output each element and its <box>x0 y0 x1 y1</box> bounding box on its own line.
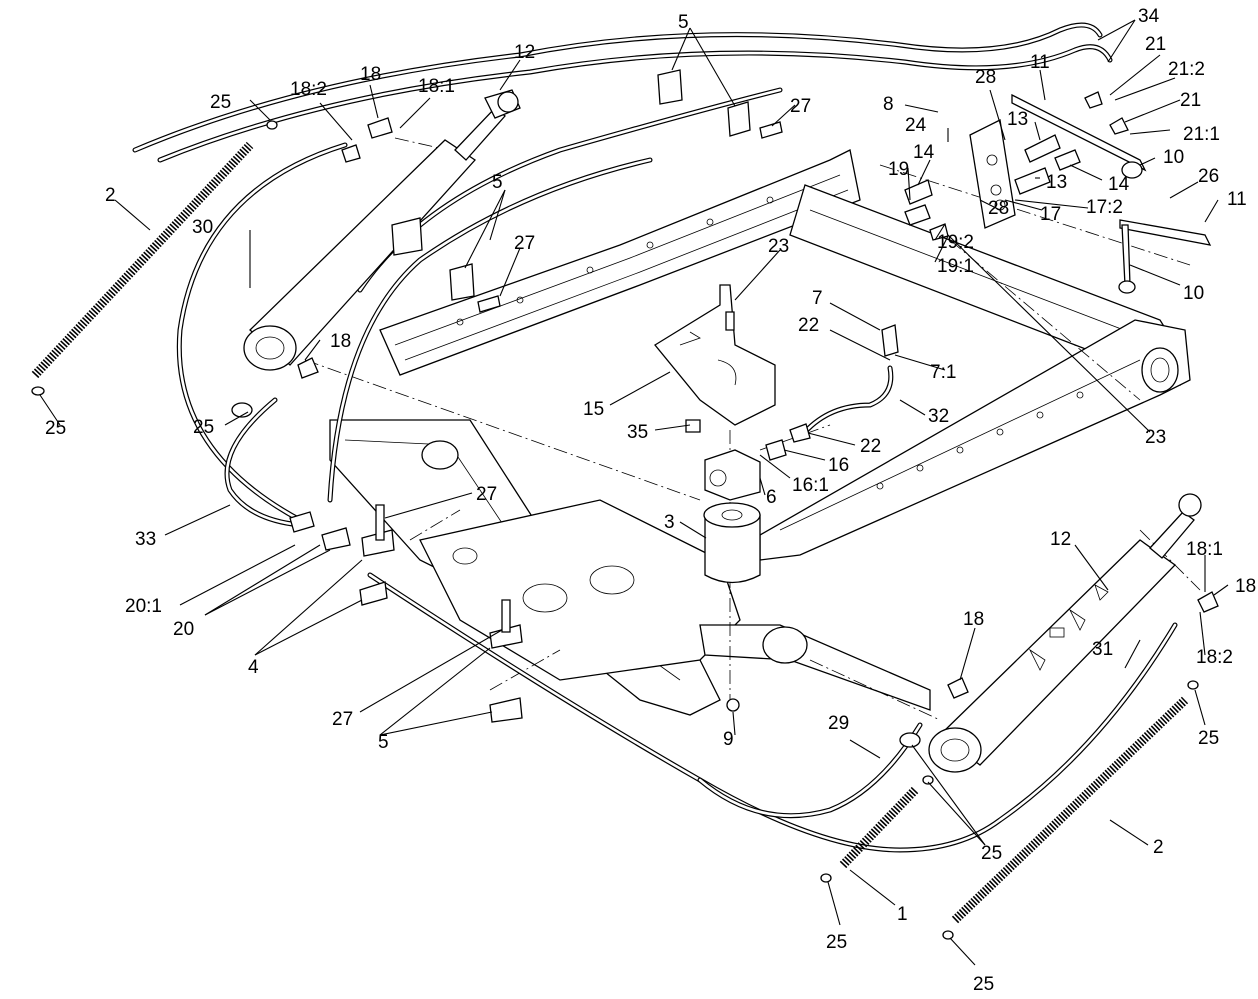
callout-16-1: 16:1 <box>792 475 829 496</box>
hose-29-31 <box>367 572 1178 853</box>
callout-35: 35 <box>627 422 648 443</box>
callout-18: 18 <box>330 331 351 352</box>
hydraulic-cylinder-12-lower <box>928 493 1202 773</box>
callout-21: 21 <box>1145 34 1166 55</box>
callout-18-2: 18:2 <box>290 79 327 100</box>
callout-31: 31 <box>1092 639 1113 660</box>
callout-16: 16 <box>828 455 849 476</box>
callout-29: 29 <box>828 713 849 734</box>
callout-27: 27 <box>790 96 811 117</box>
hose-30-33 <box>176 142 348 528</box>
callout-25: 25 <box>973 974 994 995</box>
callout-10: 10 <box>1183 283 1204 304</box>
callout-20: 20 <box>173 619 194 640</box>
callout-18-1: 18:1 <box>418 76 455 97</box>
callout-4: 4 <box>248 657 259 678</box>
callout-7: 7 <box>812 288 823 309</box>
callout-17: 17 <box>1040 204 1061 225</box>
callout-7-1: 7:1 <box>930 362 956 383</box>
callout-8: 8 <box>883 94 894 115</box>
callout-13: 13 <box>1046 172 1067 193</box>
callout-2: 2 <box>105 185 116 206</box>
callout-27: 27 <box>514 233 535 254</box>
callout-27: 27 <box>476 484 497 505</box>
callout-14: 14 <box>1108 174 1130 195</box>
callout-21-1: 21:1 <box>1183 124 1220 145</box>
callout-18: 18 <box>360 64 381 85</box>
chassis-frame <box>329 149 1191 716</box>
springs <box>31 141 1189 924</box>
callout-25: 25 <box>45 418 66 439</box>
fittings <box>31 69 1219 940</box>
callout-26: 26 <box>1198 166 1219 187</box>
callout-28: 28 <box>988 198 1009 219</box>
callout-19-2: 19:2 <box>937 232 974 253</box>
callout-10: 10 <box>1163 147 1184 168</box>
callout-18-1: 18:1 <box>1186 539 1223 560</box>
callout-25: 25 <box>981 843 1002 864</box>
callout-19-1: 19:1 <box>937 256 974 277</box>
callout-3: 3 <box>664 512 675 533</box>
leader-lines <box>39 19 1229 966</box>
callout-6: 6 <box>766 487 777 508</box>
callout-20-1: 20:1 <box>125 596 162 617</box>
filter-assembly <box>654 284 776 584</box>
callout-19: 19 <box>888 159 909 180</box>
callout-1: 1 <box>897 904 908 925</box>
callout-33: 33 <box>135 529 156 550</box>
hydraulic-cylinder-12-upper <box>243 89 521 371</box>
callout-23: 23 <box>1145 427 1166 448</box>
callout-17-2: 17:2 <box>1086 197 1123 218</box>
callout-30: 30 <box>192 217 213 238</box>
callout-5: 5 <box>378 732 389 753</box>
callout-18: 18 <box>1235 576 1256 597</box>
callout-25: 25 <box>826 932 847 953</box>
callout-21: 21 <box>1180 90 1201 111</box>
callout-11: 11 <box>1227 189 1247 210</box>
hose-32 <box>802 365 894 435</box>
callout-24: 24 <box>905 115 927 136</box>
callout-25: 25 <box>193 417 214 438</box>
callout-5: 5 <box>678 12 689 33</box>
callout-34: 34 <box>1138 6 1160 27</box>
callout-27: 27 <box>332 709 353 730</box>
callout-13: 13 <box>1007 109 1028 130</box>
callout-labels: 34 5 12 18 18:2 18:1 25 27 8 28 11 21 21… <box>45 6 1256 995</box>
callout-2: 2 <box>1153 837 1164 858</box>
callout-18: 18 <box>963 609 984 630</box>
callout-18-2: 18:2 <box>1196 647 1233 668</box>
callout-22: 22 <box>860 436 881 457</box>
callout-25: 25 <box>1198 728 1219 749</box>
callout-22: 22 <box>798 315 819 336</box>
callout-12: 12 <box>514 42 535 63</box>
callout-23: 23 <box>768 236 789 257</box>
callout-15: 15 <box>583 399 604 420</box>
callout-32: 32 <box>928 406 949 427</box>
callout-12: 12 <box>1050 529 1071 550</box>
callout-9: 9 <box>723 729 734 750</box>
callout-5: 5 <box>492 172 503 193</box>
callout-21-2: 21:2 <box>1168 59 1205 80</box>
callout-11: 11 <box>1030 52 1050 73</box>
callout-14: 14 <box>913 142 935 163</box>
callout-28: 28 <box>975 67 996 88</box>
callout-25: 25 <box>210 92 231 113</box>
